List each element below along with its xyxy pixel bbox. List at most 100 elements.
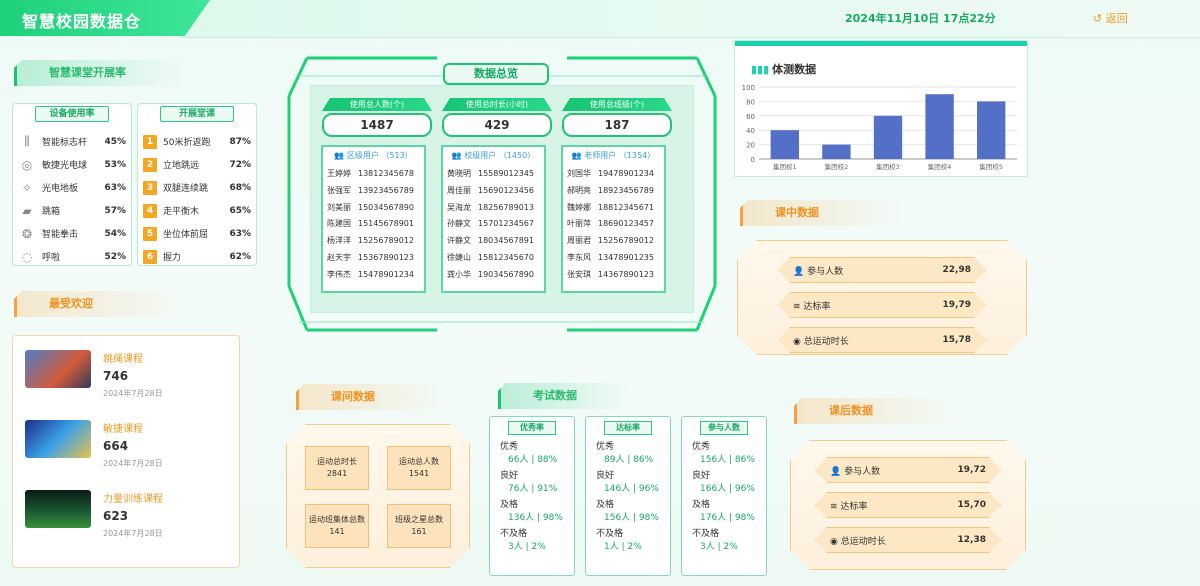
course-label: 走平衡木 <box>163 207 200 217</box>
user-phone: 13923456789 <box>358 185 414 195</box>
user-phone: 15589012345 <box>478 169 534 178</box>
user-name: 周丽君 <box>567 236 591 246</box>
stat-value: 22,98 <box>942 265 971 275</box>
user-phone: 18690123457 <box>598 219 654 229</box>
user-phone: 15812345670 <box>478 252 534 262</box>
bar <box>822 144 851 159</box>
tile-value: 161 <box>411 527 427 536</box>
section-title-in-class: 课中数据 <box>740 200 900 226</box>
datetime: 2024年11月10日 17点22分 <box>845 12 996 25</box>
equip-label: 光电地板 <box>42 184 79 194</box>
course-value: 63% <box>229 228 251 239</box>
equip-label: 跳箱 <box>42 207 61 217</box>
section-title-after: 课后数据 <box>794 398 954 424</box>
back-icon: ↺ <box>1093 12 1106 25</box>
rank-badge: 2 <box>143 157 157 172</box>
user-name: 吴海龙 <box>447 202 471 212</box>
exam-level: 不及格 <box>500 529 528 539</box>
rank-badge: 3 <box>143 180 157 195</box>
exam-header: 参与人数 <box>700 421 748 435</box>
course-date: 2024年7月28日 <box>103 459 163 468</box>
course-count: 664 <box>103 439 129 453</box>
exam-level: 优秀 <box>692 442 711 452</box>
user-name: 黄晓明 <box>447 169 471 178</box>
course-name: 跳绳课程 <box>103 354 143 365</box>
course-value: 72% <box>229 159 251 170</box>
stat-value: 12,38 <box>957 535 986 545</box>
list-header-text: 老师用户 （1354） <box>584 151 656 160</box>
x-tick-label: 集团校3 <box>876 162 900 171</box>
tile-value: 141 <box>329 527 345 536</box>
stat-label-wrap: 👤 参与人数 <box>793 264 943 277</box>
exam-value: 3人 | 2% <box>508 542 546 552</box>
list-header-text: 区级用户 （513） <box>346 151 413 160</box>
user-name: 叶丽萍 <box>567 219 591 229</box>
chart-title-text: 体测数据 <box>772 63 817 76</box>
equip-label: 敏捷光电球 <box>42 161 88 171</box>
user-row: 周丽君 15256789012 <box>567 233 660 250</box>
back-button[interactable]: ↺ 返回 <box>1093 10 1128 26</box>
user-name: 陈建国 <box>327 219 351 229</box>
back-label: 返回 <box>1105 12 1128 25</box>
stat-label: 参与人数 <box>844 466 881 477</box>
stat-label: 参与人数 <box>807 266 844 277</box>
user-phone: 15256789012 <box>598 236 654 246</box>
course-value: 62% <box>229 251 251 262</box>
x-tick-label: 集团校1 <box>773 162 797 171</box>
course-thumbnail <box>25 420 91 458</box>
stat-label: 总运动时长 <box>803 336 849 347</box>
person-icon: 👤 <box>793 266 808 277</box>
y-tick-label: 0 <box>751 156 755 164</box>
stat-value: 15,78 <box>942 335 971 345</box>
bar <box>770 130 799 159</box>
kpi-label: 使用总人数(个) <box>322 98 432 111</box>
y-tick-label: 40 <box>746 127 755 135</box>
x-tick-label: 集团校4 <box>928 162 952 171</box>
user-phone: 13478901235 <box>598 252 654 262</box>
header: 智慧校园数据仓 2024年11月10日 17点22分 ↺ 返回 <box>0 0 1200 40</box>
exam-value: 156人 | 98% <box>604 513 659 523</box>
user-phone: 15367890123 <box>358 252 414 262</box>
user-icon: 👥 <box>571 151 585 160</box>
header-title-bg <box>0 0 210 36</box>
user-name: 张安琪 <box>567 269 591 279</box>
exam-value: 146人 | 96% <box>604 484 659 494</box>
course-label: 握力 <box>163 253 182 263</box>
kpi-total-classes: 使用总班级(个) 187 <box>562 98 672 142</box>
kpi-value: 429 <box>442 113 552 137</box>
stat-value: 19,79 <box>942 300 971 310</box>
exam-level: 不及格 <box>692 529 720 539</box>
user-name: 张强军 <box>327 185 351 195</box>
user-phone: 15690123456 <box>478 185 534 195</box>
stat-value: 19,72 <box>957 465 986 475</box>
y-tick-label: 20 <box>746 142 755 150</box>
exam-value: 166人 | 96% <box>700 484 755 494</box>
course-label: 立地跳远 <box>163 161 200 171</box>
course-label: 双腿连续跳 <box>163 184 209 194</box>
user-phone: 18812345671 <box>598 202 654 212</box>
